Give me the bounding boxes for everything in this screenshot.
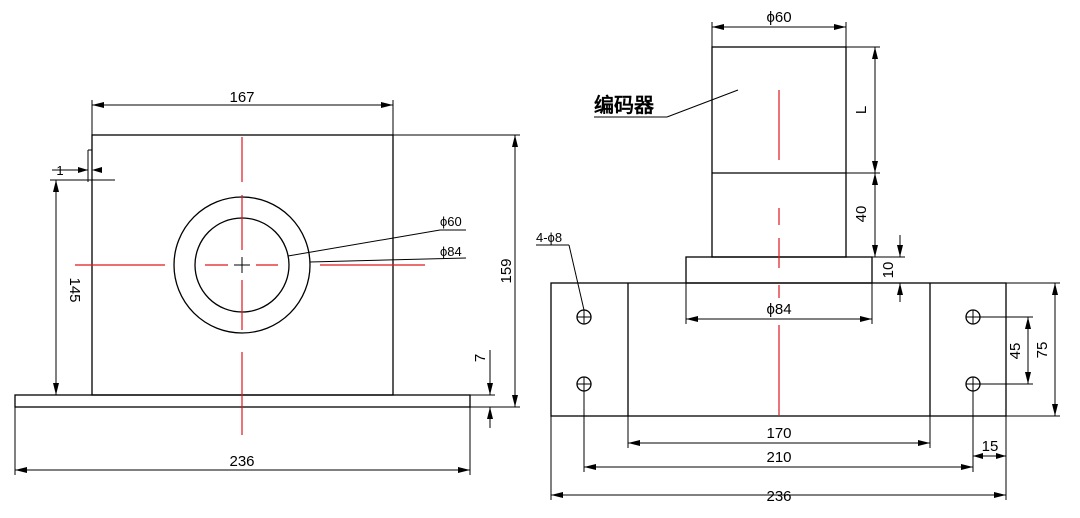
dim-phi60-top: ϕ60 xyxy=(711,9,847,47)
encoder-label: 编码器 xyxy=(594,93,655,117)
phi60-text: ϕ60 xyxy=(440,214,462,229)
dim-1-text: 1 xyxy=(56,163,63,178)
phi84-side-text: ϕ84 xyxy=(766,301,791,318)
dim-170: 170 xyxy=(627,416,931,448)
dim-167: 167 xyxy=(91,89,394,135)
side-base xyxy=(550,282,1007,417)
dim-1: 1 xyxy=(52,149,102,182)
front-view: 167 236 159 7 xyxy=(14,89,520,475)
dim-15-text: 15 xyxy=(982,438,999,455)
dim-40-text: 40 xyxy=(853,206,870,223)
dim-210-text: 210 xyxy=(766,449,791,466)
dim-159: 159 xyxy=(393,134,520,408)
dim-236-side: 236 xyxy=(550,416,1007,505)
phi60-top-text: ϕ60 xyxy=(766,9,791,26)
dim-L: L xyxy=(846,46,880,174)
dim-236-front: 236 xyxy=(14,407,471,475)
dim-236-front-text: 236 xyxy=(229,453,254,470)
dim-10: 10 xyxy=(872,235,905,302)
dim-45: 45 xyxy=(980,316,1033,385)
dim-159-text: 159 xyxy=(498,258,515,283)
dim-7: 7 xyxy=(470,350,495,428)
phi84-text: ϕ84 xyxy=(440,244,462,259)
dim-15: 15 xyxy=(973,416,1007,472)
hole-icon xyxy=(965,376,981,392)
dim-170-text: 170 xyxy=(766,425,791,442)
holes-leader: 4-ϕ8 xyxy=(536,230,585,311)
hole-icon xyxy=(965,309,981,325)
dim-75: 75 xyxy=(1006,282,1060,417)
dim-167-text: 167 xyxy=(229,89,254,106)
dim-145: 145 xyxy=(50,179,115,395)
dim-75-text: 75 xyxy=(1034,342,1051,359)
dim-45-text: 45 xyxy=(1007,343,1024,360)
leader-phi60: ϕ60 xyxy=(287,214,466,257)
dim-40: 40 xyxy=(853,173,880,258)
dim-236-side-text: 236 xyxy=(766,488,791,505)
side-view: ϕ60 编码器 L 40 xyxy=(536,9,1060,505)
dim-L-text: L xyxy=(853,106,870,114)
dim-10-text: 10 xyxy=(880,262,897,279)
dim-145-text: 145 xyxy=(66,277,83,302)
dim-phi84: ϕ84 xyxy=(685,283,873,324)
hole-icon xyxy=(576,309,592,325)
encoder-leader: 编码器 xyxy=(594,89,739,118)
hole-icon xyxy=(576,376,592,392)
holes-text: 4-ϕ8 xyxy=(536,230,562,245)
dim-7-text: 7 xyxy=(472,354,489,362)
dim-210: 210 xyxy=(583,391,974,472)
front-centerlines xyxy=(75,137,425,435)
leader-phi84: ϕ84 xyxy=(309,244,467,263)
